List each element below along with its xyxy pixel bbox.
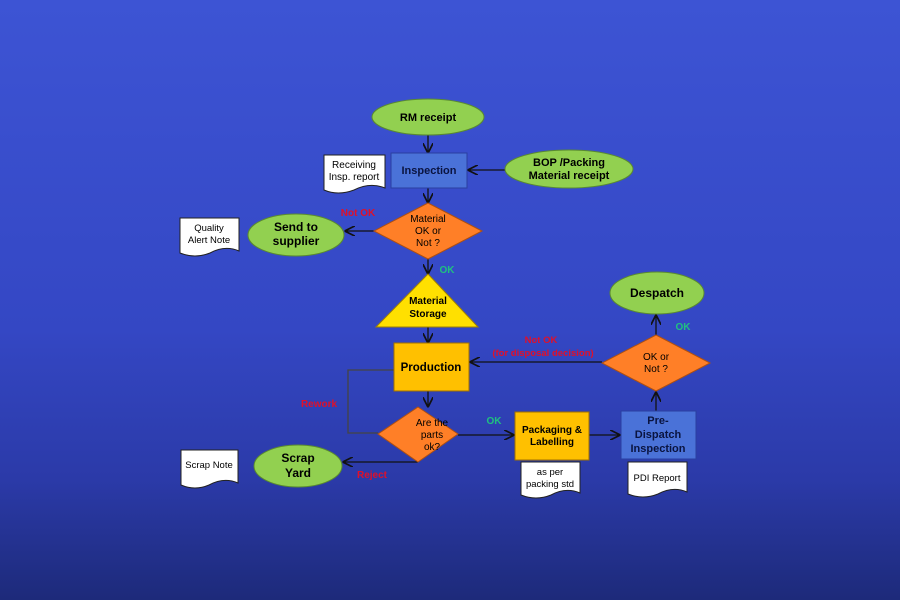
svg-text:Insp. report: Insp. report [329,172,380,183]
svg-text:packing std: packing std [526,479,574,490]
svg-text:parts: parts [421,430,443,441]
ok-label: OK [440,265,456,276]
not-ok-label: Not OK [341,208,376,219]
svg-text:as per: as per [537,467,563,478]
scrap-note-doc: Scrap Note [180,449,239,489]
svg-text:Packaging &: Packaging & [522,425,582,436]
parts-check-diamond: Are the parts ok? [377,406,459,463]
svg-text:Scrap Note: Scrap Note [185,460,233,471]
svg-text:PDI Report: PDI Report [634,473,681,484]
svg-text:OK or: OK or [415,226,442,237]
svg-text:Production: Production [401,362,462,374]
svg-text:RM receipt: RM receipt [400,112,457,124]
svg-text:Inspection: Inspection [401,165,456,177]
svg-text:Alert Note: Alert Note [188,235,230,246]
svg-text:Material receipt: Material receipt [529,170,610,182]
receiving-report-doc: Receiving Insp. report [323,154,386,194]
pdi-report-doc: PDI Report [627,461,688,498]
svg-text:supplier: supplier [273,234,320,248]
svg-text:Material: Material [410,214,446,225]
svg-text:Not ?: Not ? [644,364,668,375]
final-check-diamond: OK or Not ? [600,334,712,392]
svg-text:Dispatch: Dispatch [635,429,682,441]
pre-dispatch-node: Pre- Dispatch Inspection [620,410,697,460]
svg-text:Are the: Are the [416,418,449,429]
svg-text:Material: Material [409,296,447,307]
not-ok-disposal-label: Not OK [525,335,558,346]
svg-text:BOP /Packing: BOP /Packing [533,157,605,169]
reject-label: Reject [357,470,388,481]
bop-receipt-node: BOP /Packing Material receipt [504,149,634,189]
material-check-diamond: Material OK or Not ? [372,202,484,260]
svg-text:Inspection: Inspection [630,443,685,455]
svg-text:Receiving: Receiving [332,160,376,171]
svg-text:ok?: ok? [424,442,441,453]
svg-text:Yard: Yard [285,466,311,480]
disposal-decision-label: (for disposal decision) [492,348,593,359]
svg-text:Despatch: Despatch [630,286,684,300]
ok-label: OK [487,416,503,427]
material-storage-triangle: Material Storage [374,273,480,328]
scrap-yard-node: Scrap Yard [253,444,343,488]
rm-receipt-node: RM receipt [371,98,485,136]
rework-label: Rework [301,399,338,410]
packing-std-doc: as per packing std [520,461,581,499]
connectors [344,135,656,462]
ok-label: OK [676,322,692,333]
svg-text:Quality: Quality [194,223,224,234]
svg-text:OK or: OK or [643,352,670,363]
svg-text:Storage: Storage [409,309,447,320]
production-node: Production [393,342,470,392]
svg-text:Not ?: Not ? [416,238,440,249]
svg-text:Labelling: Labelling [530,437,574,448]
inspection-node: Inspection [390,152,468,189]
svg-text:Scrap: Scrap [281,451,314,465]
send-supplier-node: Send to supplier [247,213,345,257]
packaging-node: Packaging & Labelling [514,411,590,461]
quality-alert-doc: Quality Alert Note [179,217,240,257]
svg-text:Pre-: Pre- [647,415,669,427]
despatch-node: Despatch [609,271,705,315]
svg-text:Send to: Send to [274,220,318,234]
